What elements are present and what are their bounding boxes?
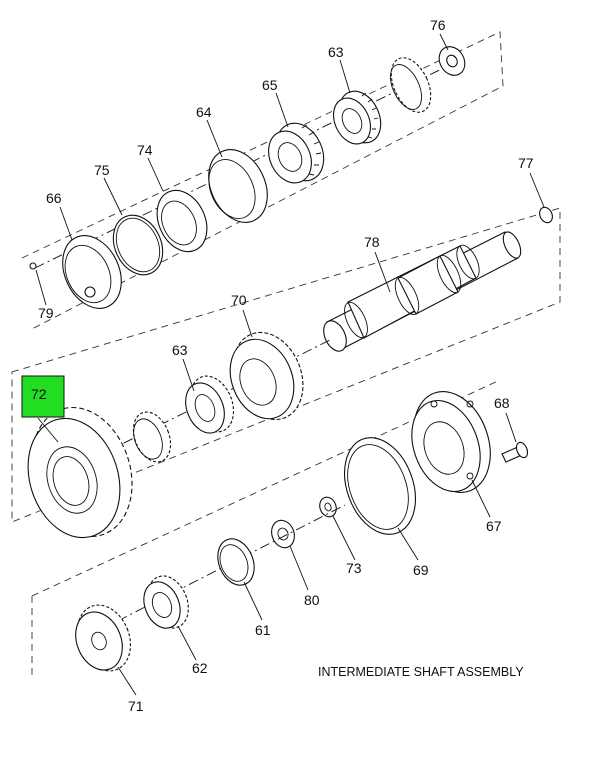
part-63-bearing-middle[interactable] bbox=[179, 370, 242, 439]
callout-73[interactable]: 73 bbox=[346, 560, 362, 576]
callout-75[interactable]: 75 bbox=[94, 162, 110, 178]
part-64-bearing-cup[interactable] bbox=[197, 140, 278, 232]
part-62-bearing[interactable] bbox=[137, 570, 195, 634]
part-70-gear[interactable] bbox=[219, 322, 316, 430]
callout-labels: 76 63 65 64 74 75 66 79 77 78 70 63 72 6… bbox=[31, 17, 534, 714]
callout-72[interactable]: 72 bbox=[31, 386, 47, 402]
callout-61[interactable]: 61 bbox=[255, 622, 271, 638]
part-75-snap-ring[interactable] bbox=[104, 207, 172, 283]
part-71-gear[interactable] bbox=[67, 597, 140, 679]
part-77-clip[interactable] bbox=[537, 205, 555, 225]
highlight-box-72[interactable] bbox=[21, 375, 65, 418]
part-63-bearing-top[interactable] bbox=[326, 84, 388, 149]
callout-69[interactable]: 69 bbox=[413, 562, 429, 578]
callout-74[interactable]: 74 bbox=[137, 142, 153, 158]
middle-group-outline bbox=[11, 207, 561, 523]
callout-64[interactable]: 64 bbox=[196, 104, 212, 120]
callout-62[interactable]: 62 bbox=[192, 660, 208, 676]
callout-68[interactable]: 68 bbox=[494, 395, 510, 411]
part-73-nut[interactable] bbox=[317, 495, 339, 519]
part-69-gasket[interactable] bbox=[332, 428, 428, 545]
part-76-washer[interactable] bbox=[434, 42, 470, 80]
diagram-caption: INTERMEDIATE SHAFT ASSEMBLY bbox=[318, 665, 524, 679]
part-65-bearing[interactable] bbox=[260, 116, 332, 190]
callout-71[interactable]: 71 bbox=[128, 698, 144, 714]
callout-63-middle[interactable]: 63 bbox=[172, 342, 188, 358]
callout-80[interactable]: 80 bbox=[304, 592, 320, 608]
part-78-shaft[interactable] bbox=[319, 229, 524, 354]
callout-63-top[interactable]: 63 bbox=[328, 44, 344, 60]
part-67-housing[interactable] bbox=[400, 381, 504, 503]
callout-76[interactable]: 76 bbox=[430, 17, 446, 33]
bearing-cup-top[interactable] bbox=[383, 52, 438, 119]
callout-77[interactable]: 77 bbox=[518, 155, 534, 171]
part-61-sleeve[interactable] bbox=[211, 533, 261, 590]
leader-lines bbox=[35, 33, 545, 696]
callout-65[interactable]: 65 bbox=[262, 77, 278, 93]
callout-66[interactable]: 66 bbox=[46, 190, 62, 206]
top-group-outline bbox=[21, 31, 504, 331]
part-72-gear[interactable] bbox=[13, 394, 148, 549]
callout-70[interactable]: 70 bbox=[231, 292, 247, 308]
callout-79[interactable]: 79 bbox=[38, 305, 54, 321]
top-axis-line bbox=[34, 59, 461, 269]
part-80-washer[interactable] bbox=[268, 517, 298, 551]
callout-67[interactable]: 67 bbox=[486, 518, 502, 534]
part-74-seal[interactable] bbox=[148, 182, 217, 259]
bottom-group-outline bbox=[31, 379, 501, 680]
part-79-screw[interactable] bbox=[29, 262, 37, 270]
part-66-cover[interactable] bbox=[51, 226, 132, 318]
callout-78[interactable]: 78 bbox=[364, 234, 380, 250]
bearing-cup-middle[interactable] bbox=[126, 407, 177, 468]
part-68-bolt[interactable] bbox=[501, 441, 530, 463]
bottom-axis-line bbox=[99, 504, 346, 631]
